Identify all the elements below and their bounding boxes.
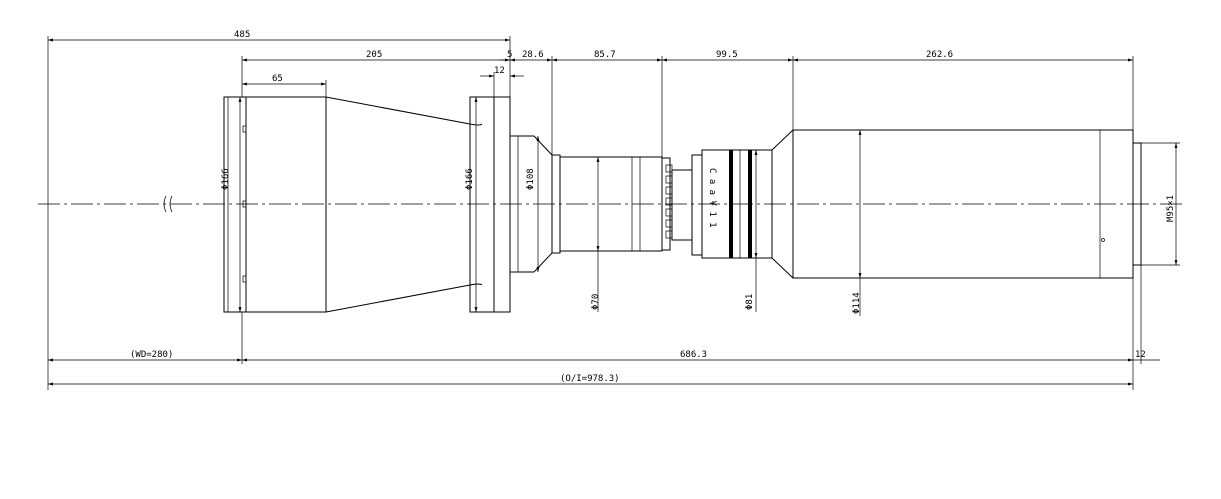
dia-thread: M95×1 [1166,195,1176,222]
break-mark [163,195,173,213]
dia-rear: Φ114 [852,292,862,314]
lens-body: C a a ¥ 1 1 [223,96,1142,313]
top-dimensions: 485 205 65 5 12 28.6 85.7 99.5 262.6 [47,30,1134,390]
dia-front: Φ166 [221,168,231,190]
dia-ring: Φ81 [745,294,755,310]
dim-485: 485 [234,30,250,40]
lens-marking: C a a ¥ 1 1 [707,168,717,228]
dia-barrel: Φ70 [591,294,601,310]
dim-686-3: 686.3 [680,350,707,360]
dim-99-5: 99.5 [716,50,738,60]
diameter-dimensions: Φ166 Φ166 Φ108 Φ70 Φ81 Φ114 M95×1 [221,97,1180,316]
dim-205: 205 [366,50,382,60]
flange [469,96,495,313]
dia-flange: Φ166 [465,168,475,190]
front-hood [245,96,327,313]
dim-28-6: 28.6 [522,50,544,60]
dim-oi: (O/I=978.3) [560,374,620,384]
focus-ring [701,149,773,259]
coupler [661,157,671,251]
dim-85-7: 85.7 [594,50,616,60]
dim-65: 65 [272,74,283,84]
dim-wd: (WD=280) [130,350,173,360]
front-cone [325,96,483,126]
bottom-dimensions: (WD=280) 686.3 12 (O/I=978.3) [48,265,1160,386]
dim-12-top: 12 [494,66,505,76]
dim-12-bottom: 12 [1135,350,1146,360]
dim-5: 5 [507,50,512,60]
rear-taper [771,129,794,279]
dim-262-6: 262.6 [926,50,953,60]
dia-neck: Φ108 [526,168,536,190]
